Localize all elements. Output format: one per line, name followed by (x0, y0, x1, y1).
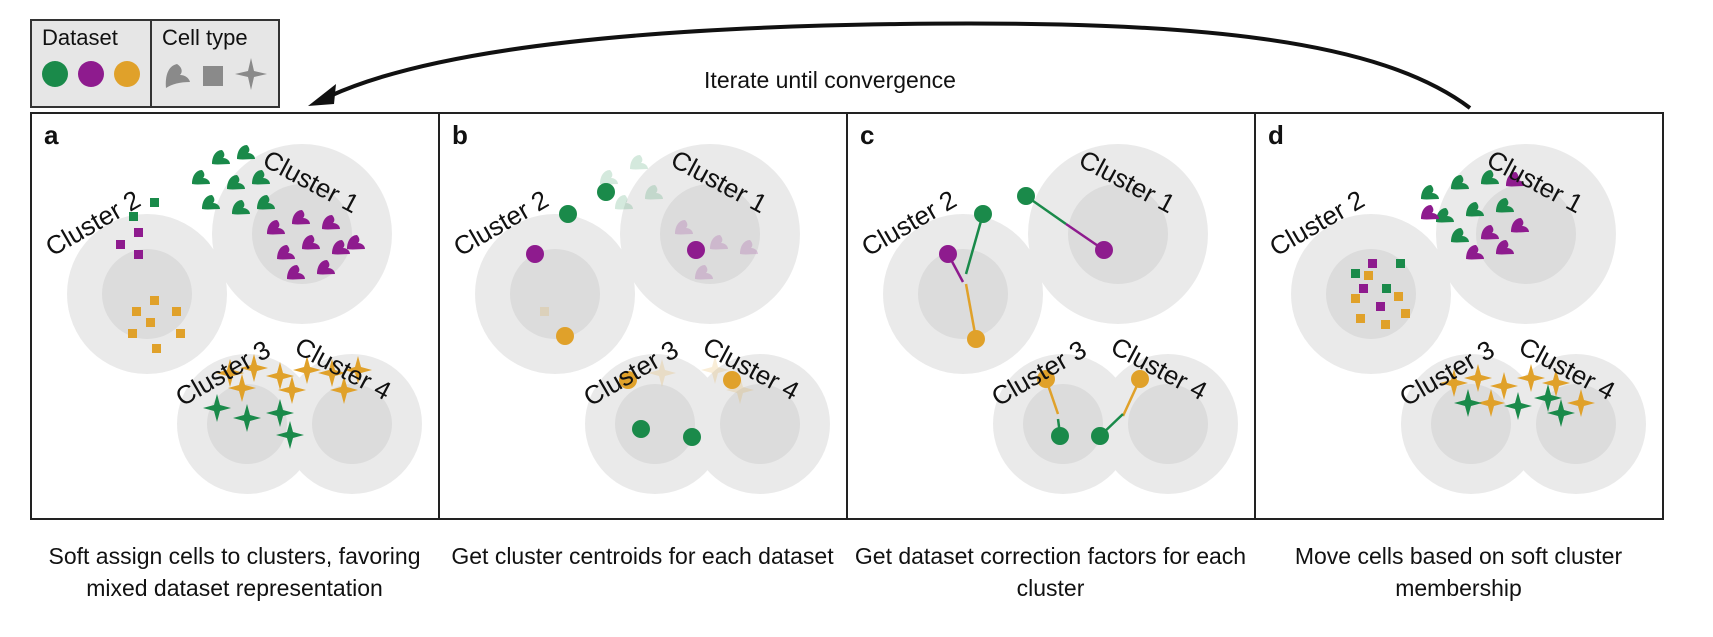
centroid-green-c4 (683, 428, 701, 446)
caption-d: Move cells based on soft cluster members… (1294, 543, 1623, 601)
dataset-purple-dot (78, 61, 104, 87)
iterate-arrow (308, 21, 1472, 110)
dataset-yellow-dot (114, 61, 140, 87)
centroid-purple-c2 (526, 245, 544, 263)
legend-dataset: Dataset (32, 21, 150, 106)
dataset-green-dot (42, 61, 68, 87)
panel-letter: b (452, 120, 468, 150)
centroid-green-c2 (559, 205, 577, 223)
centroid-green-c3 (632, 420, 650, 438)
iterate-label: Iterate until convergence (704, 67, 956, 93)
panel-b: b Cluster 1 Cluster 2 Cluster 3 Cluster … (438, 112, 848, 520)
caption-b: Get cluster centroids for each dataset (451, 543, 834, 569)
panel-letter: a (44, 120, 59, 150)
legend-celltype-title: Cell type (162, 25, 248, 50)
panel-letter: c (860, 120, 875, 150)
legend: Dataset Cell type (30, 19, 280, 108)
panel-a: a Cluster 1 Cluster 2 Cluster 3 Cluster … (30, 112, 440, 520)
caption-a: Soft assign cells to clusters, favoring … (48, 543, 421, 601)
caption-c: Get dataset correction factors for each … (854, 543, 1247, 601)
centroid-purple-c1 (687, 241, 705, 259)
leaf-shape-icon (165, 64, 190, 88)
centroid-yellow-c2 (556, 327, 574, 345)
a-green-leaves (192, 145, 275, 215)
panel-c: c Cluster 1 Cluster 2 Cluster 3 Cluster … (846, 112, 1256, 520)
panel-letter: d (1268, 120, 1284, 150)
square-shape-icon (203, 66, 223, 86)
a-purple-leaves (267, 210, 365, 280)
centroid-yellow-c4 (723, 371, 741, 389)
panel-d: d Cluster 1 Cluster 2 Cluster 3 Cluster … (1254, 112, 1664, 520)
centroid-green-c1 (597, 183, 615, 201)
legend-dataset-title: Dataset (42, 25, 118, 50)
centroid-yellow-c3 (619, 371, 637, 389)
star-shape-icon (235, 58, 267, 90)
legend-celltype: Cell type (150, 21, 278, 106)
